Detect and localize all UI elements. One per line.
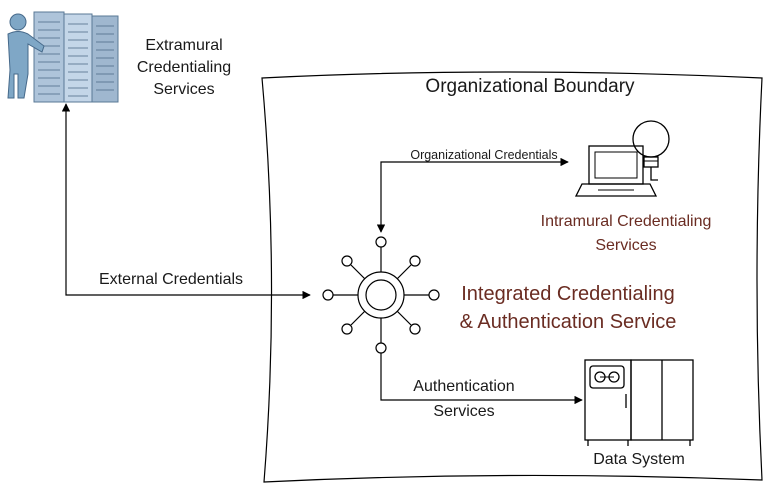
data-system-label: Data System (593, 451, 685, 468)
authentication-services-label-line1: Authentication (413, 378, 514, 395)
integrated-service-label-line2: & Authentication Service (460, 311, 677, 333)
authentication-services-label-line2: Services (433, 403, 494, 420)
intramural-label-line2: Services (595, 237, 656, 254)
server-rack-with-person-icon (7, 11, 119, 103)
organizational-credentials-label: Organizational Credentials (410, 148, 557, 162)
organizational-credentials-connector (376, 157, 569, 233)
extramural-label-line2: Credentialing (137, 59, 231, 76)
external-credentials-connector (61, 103, 311, 300)
extramural-label-line3: Services (153, 81, 214, 98)
boundary-title: Organizational Boundary (425, 76, 635, 97)
laptop-with-bulb-icon (574, 120, 670, 197)
mainframe-computer-icon (584, 359, 694, 446)
extramural-label-line1: Extramural (145, 37, 222, 54)
authentication-services-connector (380, 353, 583, 405)
organizational-boundary-shape (261, 71, 763, 483)
intramural-label-line1: Intramural Credentialing (541, 213, 712, 230)
external-credentials-label: External Credentials (99, 271, 243, 288)
integrated-service-label-line1: Integrated Credentialing (461, 283, 674, 305)
